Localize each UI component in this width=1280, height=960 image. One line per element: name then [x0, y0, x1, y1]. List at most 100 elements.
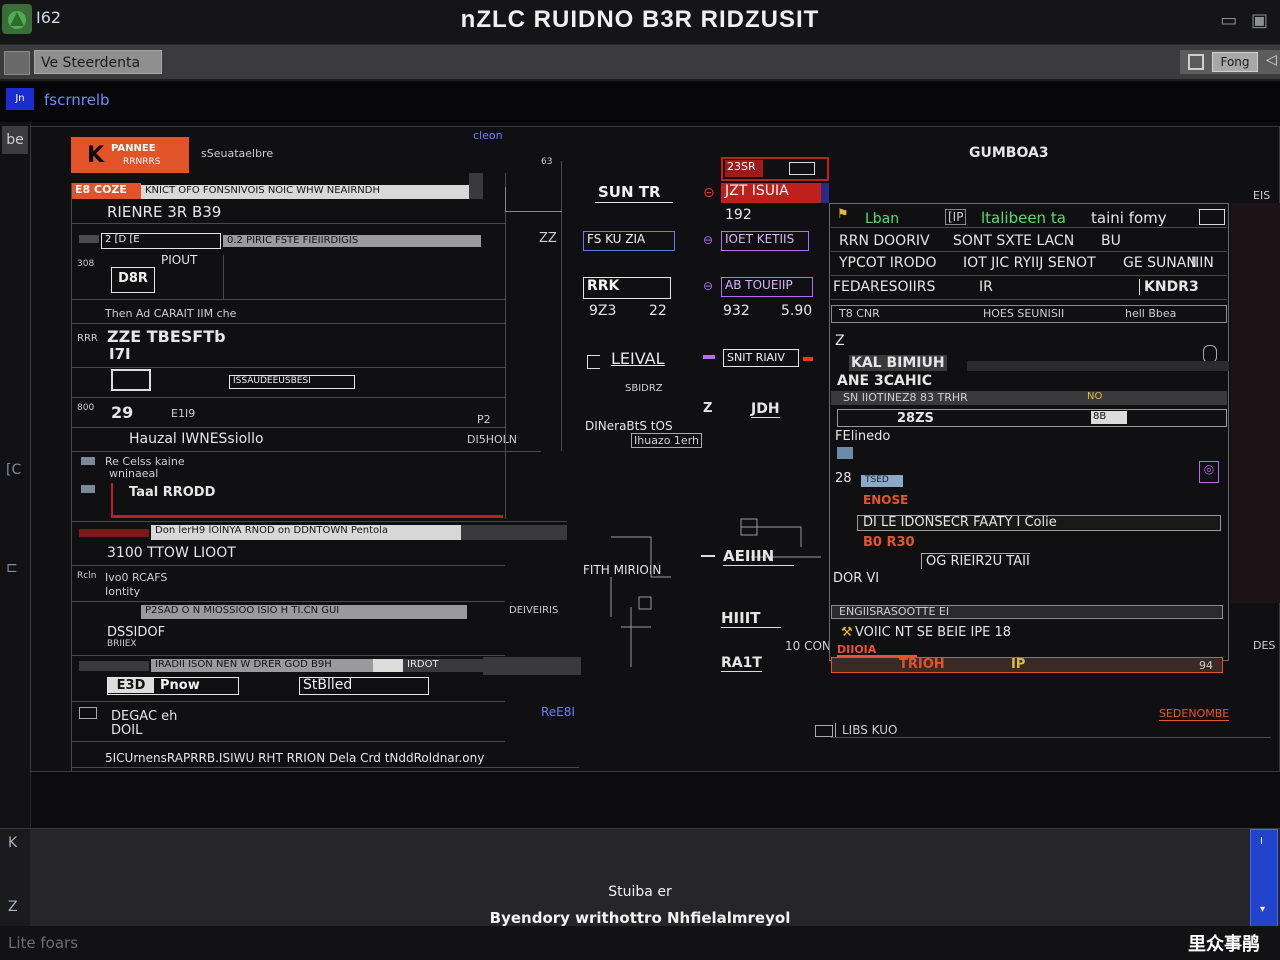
r5b-label: HOES SEUNISII [983, 307, 1065, 320]
bar2-label[interactable]: fscrnrelb [44, 91, 110, 109]
sidebar-top-button[interactable]: be [2, 126, 28, 154]
d8r-box[interactable]: D8R [111, 267, 155, 293]
orange-bar[interactable] [831, 657, 1223, 673]
r2-label: RRN DOORIV [839, 233, 930, 249]
row-z[interactable] [837, 409, 1227, 427]
pill-tag[interactable]: TSED [861, 475, 903, 487]
row-tag[interactable]: E8 COZE [71, 183, 141, 199]
long-bar-cap [461, 525, 567, 540]
zz-label: ZZ [539, 231, 557, 246]
jdh-label[interactable]: JDH [751, 401, 780, 418]
hiiit-label[interactable]: HIIIT [721, 609, 781, 628]
watermark: 里众事鹃 [1188, 934, 1260, 955]
row-red-handle [79, 529, 149, 537]
row-h-label: SN IIOTINEZ8 83 TRHR [843, 391, 968, 404]
bottom-left-icon-1[interactable]: K [8, 835, 18, 851]
divider [71, 427, 505, 428]
scroll-up-icon[interactable]: I [1260, 836, 1263, 847]
sidebar-mark-icon[interactable]: [C [6, 462, 22, 478]
bottom-left-icon-2[interactable]: Z [8, 899, 18, 915]
badge-side-label: sSeuataelbre [201, 147, 274, 160]
toolbar-field[interactable]: Ve Steerdenta [34, 50, 162, 74]
toolbar-right-button[interactable]: Fong [1212, 52, 1258, 72]
sar-button[interactable]: SNIT RIAIV [723, 349, 799, 367]
r5-row[interactable] [831, 305, 1227, 323]
red-frame [111, 483, 503, 518]
sun-button[interactable]: SUN TR [595, 183, 673, 203]
bottom-scrollbar[interactable]: I ▾ [1250, 829, 1278, 927]
bar-last-right[interactable]: IRDOT [403, 659, 483, 672]
row-handle[interactable] [79, 235, 99, 243]
bar2-icon[interactable]: Jn [6, 88, 34, 110]
divider [71, 367, 505, 368]
red-bar[interactable]: JZT ISUIA [721, 183, 821, 203]
row-bar-b[interactable]: 0.2 PIRIC FSTE FIEIIRDIGIS [223, 235, 481, 247]
num28: 28 [835, 471, 852, 486]
row-z-tag: 8B [1091, 411, 1127, 424]
rbar[interactable] [857, 515, 1221, 531]
monitor-icon[interactable] [111, 369, 151, 391]
purple-prefix-icon: ⊖ [703, 279, 714, 293]
purple-box[interactable]: IOET KETIIS [721, 231, 809, 251]
pnow-button[interactable]: E3D Pnow [107, 677, 239, 695]
desac-label: DEGAC eh [111, 709, 178, 724]
kelp-sub: Iontity [105, 585, 141, 598]
level-label[interactable]: LEIVAL [611, 349, 665, 368]
fsu-field[interactable]: FS KU ZIA [583, 231, 675, 251]
title-right-icons: ▭ ▣ [1220, 10, 1268, 31]
r1-text[interactable]: ltalibeen ta [981, 209, 1066, 227]
image-icon[interactable] [837, 447, 853, 459]
dinera-sub[interactable]: Ihuazo 1erh [631, 433, 702, 448]
bar-last[interactable]: IRADII ISON NEN W DRER GOD B9H [151, 659, 373, 672]
long-bar[interactable]: Don lerH9 lOlNYA RNOD on DDNTOWN Pentola [151, 525, 461, 540]
r1-green[interactable]: Lban [865, 211, 900, 227]
rrk-box[interactable]: RRK [583, 277, 671, 299]
r1-text2: taini fomy [1091, 209, 1167, 227]
aeiiin-label[interactable]: AEIIIN [723, 547, 795, 566]
r1-icon[interactable] [1199, 209, 1225, 225]
panel-left-edge-right [505, 173, 506, 519]
row-h[interactable] [831, 391, 1227, 405]
app-icon[interactable] [2, 4, 32, 34]
rbar-sub2: OG RIEIR2U TAII [921, 553, 1030, 569]
stillen-button[interactable]: StBlled [299, 677, 429, 695]
window-icon[interactable]: ▣ [1250, 10, 1268, 31]
ra1t-label[interactable]: RA1T [721, 655, 762, 672]
tool-icon[interactable]: ⚒ [841, 625, 853, 640]
red-top-frame[interactable]: 23SR [721, 157, 829, 181]
dash [701, 555, 715, 557]
workspace: cleon K PANNEE RRNRRS sSeuataelbre E8 CO… [30, 126, 1280, 772]
boxed-wide[interactable]: ISSAUDEEUSBESI [229, 375, 355, 389]
rs-tag: DIIOIA [837, 643, 917, 657]
mid-blue-label[interactable]: ReE8I [541, 705, 575, 719]
scroll-down-icon[interactable]: ▾ [1260, 904, 1266, 915]
pnow-label: Pnow [160, 678, 200, 693]
fg-text: 10 CON [785, 639, 831, 653]
r3d-label: IIIN [1191, 255, 1214, 271]
sidebar-link-icon[interactable]: ⊏ [6, 560, 18, 576]
link-orange[interactable]: SEDENOMBE [1159, 707, 1230, 721]
r4c-label[interactable]: KNDR3 [1139, 279, 1199, 295]
toolbar-square-icon[interactable] [4, 51, 30, 75]
r3-label: YPCOT IRODO [839, 255, 936, 271]
chevron-left-icon[interactable]: ◁ [1266, 52, 1277, 68]
panel-left-edge [71, 183, 72, 771]
purple-box-2[interactable]: AB TOUEIIP [721, 277, 813, 297]
bar-mid[interactable]: P2SAD O N MIOSSIOO ISIO H TI.CN GUI [141, 605, 467, 619]
purple-icon[interactable]: ◎ [1199, 461, 1219, 483]
footer-line: 5ICUrnensRAPRRB.ISIWU RHT RRION Dela Crd… [105, 751, 485, 765]
rbar-sub: B0 R30 [863, 535, 915, 550]
search-bar[interactable] [831, 605, 1223, 619]
divider [71, 323, 505, 324]
rb-red[interactable]: Taal RRODD [129, 485, 216, 500]
kal-label[interactable]: KAL BIMIUH [849, 355, 947, 371]
window-icon[interactable] [1188, 54, 1204, 70]
mirion-label: FITH MIRIOIN [583, 563, 661, 577]
row-box-a[interactable]: 2 [D [E [101, 233, 221, 249]
r5c-label: hell Bbea [1125, 307, 1177, 320]
mid-bracket [505, 187, 562, 212]
monitor-icon[interactable]: ▭ [1220, 10, 1238, 31]
panel-left-badge[interactable]: K PANNEE RRNRRS [71, 137, 189, 173]
row-bar[interactable]: KNICT OFO FONSNIVOIS NOIC WHW NEAIRNDH [141, 185, 469, 199]
divider [71, 451, 541, 452]
